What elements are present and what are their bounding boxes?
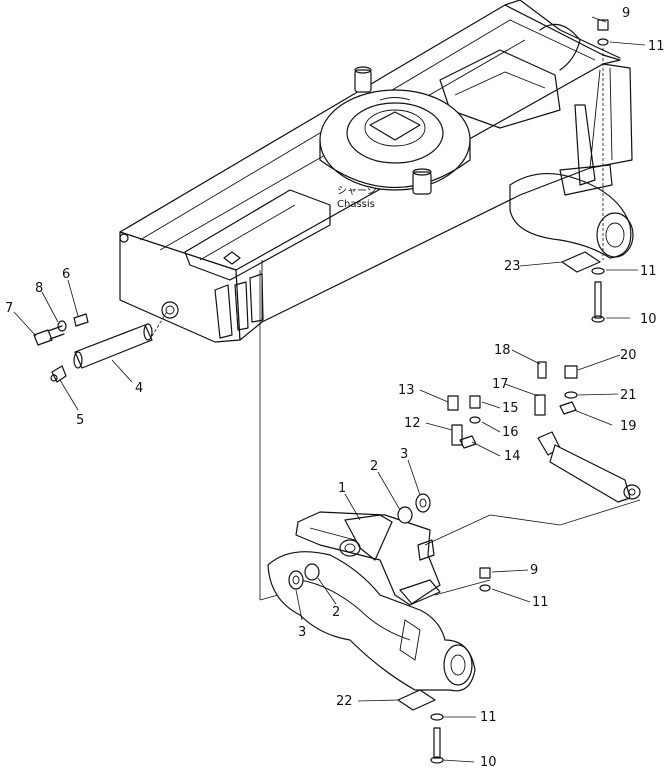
callout-8: 8: [35, 281, 43, 296]
callout-20: 20: [620, 348, 637, 363]
callout-12: 12: [404, 416, 421, 431]
callout-18: 18: [494, 343, 511, 358]
callout-numbers: 1 2 2 3 3 4 5 6 7 8 9 9 10 10 11 11 11 1…: [5, 6, 665, 768]
chassis-label: シャーシ Chassis: [337, 186, 377, 210]
callout-21: 21: [620, 388, 637, 403]
callout-16: 16: [502, 425, 519, 440]
callout-19: 19: [620, 419, 637, 434]
frame-mount-hardware: [561, 19, 609, 323]
callout-11: 11: [648, 39, 665, 54]
callout-9: 9: [622, 6, 630, 21]
axle-mount-hardware: [397, 567, 491, 764]
cylinder-assembly: [447, 361, 641, 503]
callout-3: 3: [298, 625, 306, 640]
callout-2: 2: [370, 459, 378, 474]
callout-7: 7: [5, 301, 13, 316]
callout-11: 11: [480, 710, 497, 725]
pin-assembly: [33, 309, 169, 383]
callout-5: 5: [76, 413, 84, 428]
callout-4: 4: [135, 381, 143, 396]
turntable-ring: [319, 66, 471, 195]
callout-10: 10: [640, 312, 657, 327]
chassis-label-en: Chassis: [337, 199, 375, 210]
callout-22: 22: [336, 694, 353, 709]
rear-axle: [259, 270, 641, 692]
callout-23: 23: [504, 259, 521, 274]
callout-6: 6: [62, 267, 70, 282]
callout-15: 15: [502, 401, 519, 416]
callout-17: 17: [492, 377, 509, 392]
callout-1: 1: [338, 481, 346, 496]
callout-10: 10: [480, 755, 497, 768]
callout-3: 3: [400, 447, 408, 462]
leader-lines: [13, 16, 646, 763]
callout-14: 14: [504, 449, 521, 464]
callout-11: 11: [640, 264, 657, 279]
callout-9: 9: [530, 563, 538, 578]
chassis-label-jp: シャーシ: [337, 186, 377, 197]
callout-2: 2: [332, 605, 340, 620]
callout-13: 13: [398, 383, 415, 398]
callout-11: 11: [532, 595, 549, 610]
